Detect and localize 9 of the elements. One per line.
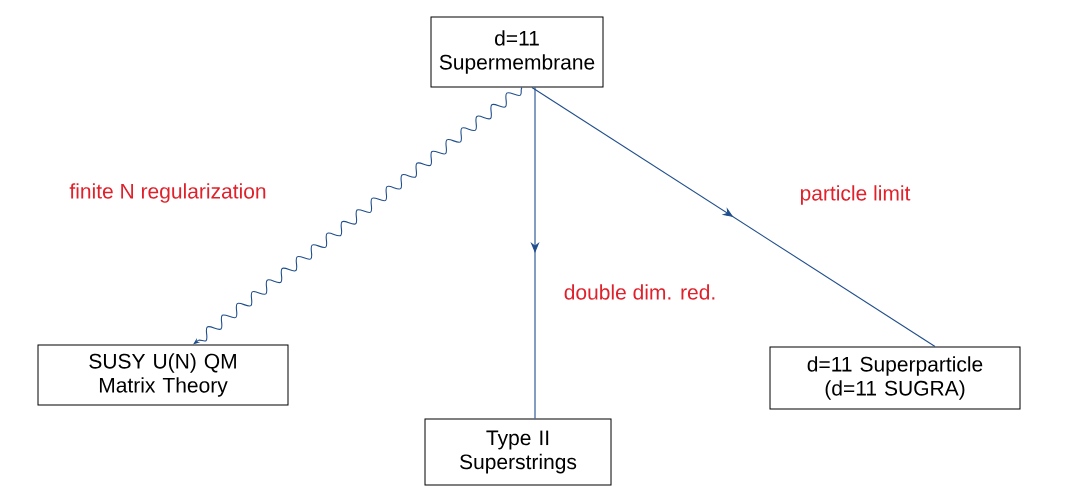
- process-box: d=11 Supermembrane: [430, 16, 604, 88]
- process-box: Type II Superstrings: [424, 418, 612, 486]
- arrow: [531, 86, 936, 348]
- edge-label: particle limit: [797, 183, 913, 207]
- process-box: SUSY U(N) QM Matrix Theory: [37, 344, 289, 406]
- wavy-arrow: [193, 86, 523, 345]
- edge-label: finite N regularization: [67, 181, 269, 205]
- edge-label: double dim. red.: [561, 282, 719, 302]
- process-box: d=11 Superparticle (d=11 SUGRA): [769, 346, 1021, 410]
